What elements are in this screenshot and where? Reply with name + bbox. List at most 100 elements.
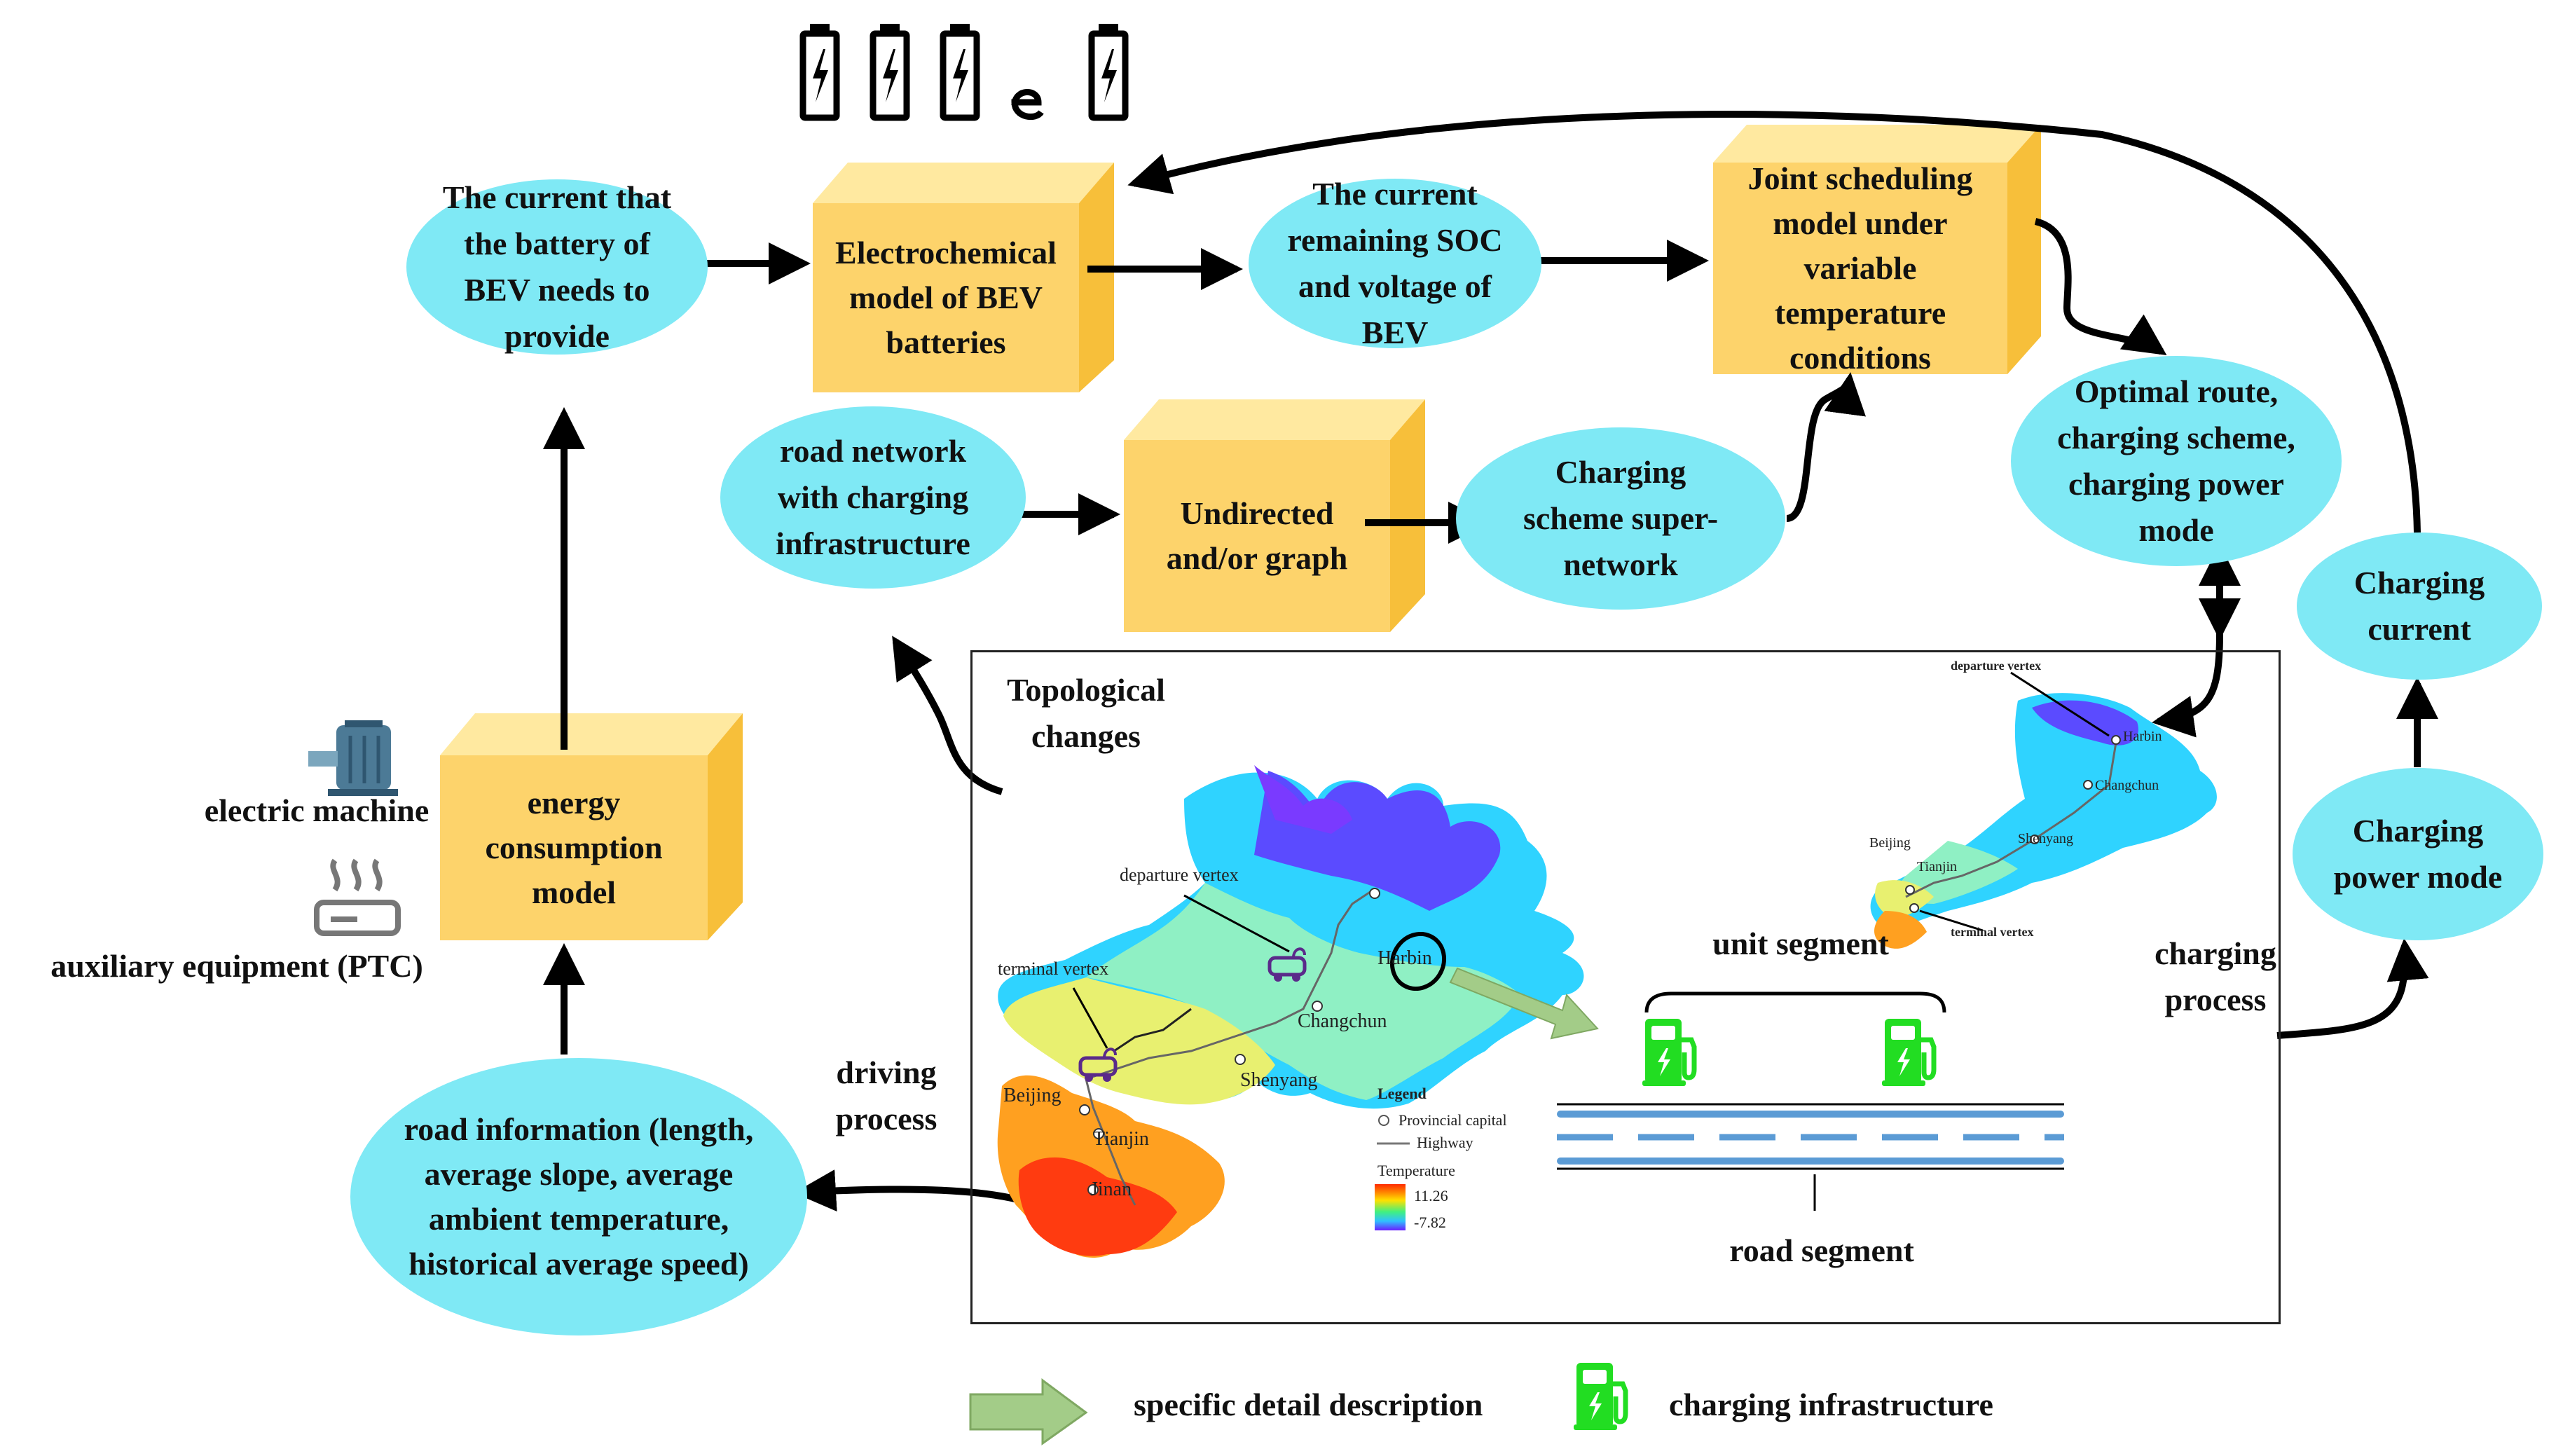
node-battery-current: The current that the battery of BEV need… xyxy=(406,179,708,355)
map-departure-vertex-label: departure vertex xyxy=(1120,865,1239,885)
minimap-city-tianjin: Tianjin xyxy=(1917,859,1958,874)
energy-cube-top xyxy=(440,713,743,755)
node-electrochemical-model: Electrochemical model of BEV batteries xyxy=(813,203,1079,392)
road-segment-drawing xyxy=(1557,1103,2064,1211)
map-city-jinan: Jinan xyxy=(1090,1179,1132,1200)
graph-cube-side xyxy=(1390,399,1425,632)
unit-segment-brace xyxy=(1644,991,1946,1013)
node-joint-scheduling: Joint scheduling model under variable te… xyxy=(1713,160,2007,376)
map-terminal-vertex-label: terminal vertex xyxy=(998,959,1109,979)
detail-arrow xyxy=(1449,967,1599,1040)
electrochemical-cube-top xyxy=(813,163,1114,203)
map-region-yellow xyxy=(1003,977,1275,1105)
battery-icons xyxy=(803,24,1125,118)
joint-cube-side xyxy=(2007,125,2041,374)
node-road-network: road network with charging infrastructur… xyxy=(720,406,1026,589)
city-marker-shenyang xyxy=(1235,1054,1246,1065)
legend-detail-label: specific detail description xyxy=(1134,1387,1483,1422)
map-segment-highlight xyxy=(1389,931,1447,991)
vehicle-icon xyxy=(1078,1048,1118,1082)
map-region-violet xyxy=(1254,771,1501,911)
energy-cube-side xyxy=(708,713,743,940)
map-highway xyxy=(1085,1078,1136,1206)
map-legend-title: Legend xyxy=(1377,1085,1427,1102)
node-road-network-label: road network with charging infrastructur… xyxy=(776,433,970,561)
legend-station-label: charging infrastructure xyxy=(1669,1387,1993,1422)
node-optimal-route: Optimal route, charging scheme, charging… xyxy=(2011,356,2342,566)
label-topological-changes: Topological changes xyxy=(1007,672,1165,754)
label-unit-segment: unit segment xyxy=(1712,926,1889,961)
city-marker-changchun xyxy=(1312,1001,1323,1012)
arrow-minimap-departure xyxy=(2152,633,2223,738)
departure-leader xyxy=(1183,894,1290,953)
electrochemical-cube-side xyxy=(1079,163,1114,392)
map-route xyxy=(1113,1008,1192,1052)
city-marker-beijing xyxy=(1079,1104,1090,1115)
arrow-charging-process-to-power-mode xyxy=(2276,938,2429,1039)
node-super-network: Charging scheme super-network xyxy=(1456,427,1785,610)
arrow-topology-to-road-network xyxy=(892,636,1003,795)
energy-cube-front xyxy=(440,755,708,940)
node-charging-power-mode-label: Charging power mode xyxy=(2333,813,2503,895)
map-legend-temperature: Temperature xyxy=(1377,1162,1455,1179)
auxiliary-heater-icon xyxy=(314,858,401,936)
battery-icon xyxy=(803,24,837,118)
legend-capital-symbol xyxy=(1378,1115,1389,1126)
node-joint-scheduling-label: Joint scheduling model under variable te… xyxy=(1747,160,1973,376)
label-electric-machine: electric machine xyxy=(204,792,430,828)
map-legend-temp-min: -7.82 xyxy=(1414,1214,1446,1231)
graph-cube-front xyxy=(1124,440,1390,632)
map-city-tianjin: Tianjin xyxy=(1093,1128,1149,1150)
node-super-network-label: Charging scheme super-network xyxy=(1523,454,1719,582)
map-legend-highway: Highway xyxy=(1417,1134,1473,1151)
node-charging-power-mode: Charging power mode xyxy=(2293,768,2543,940)
node-optimal-route-label: Optimal route, charging scheme, charging… xyxy=(2057,373,2295,548)
label-auxiliary-equipment: auxiliary equipment (PTC) xyxy=(50,948,423,984)
city-marker-harbin xyxy=(1369,888,1380,899)
map-region-north xyxy=(1254,765,1352,834)
map-panel xyxy=(970,650,2281,1324)
city-marker-tianjin xyxy=(1093,1128,1104,1139)
map-region-red xyxy=(1018,1157,1177,1256)
flow-arrows xyxy=(543,111,2438,1228)
mini-map xyxy=(1870,671,2217,949)
arrow-charging-current-to-electrochemical xyxy=(1127,111,2421,533)
city-marker-jinan xyxy=(1087,1184,1099,1195)
map-city-shenyang: Shenyang xyxy=(1240,1069,1318,1091)
map-city-changchun: Changchun xyxy=(1298,1010,1387,1032)
map-legend-temp-max: 11.26 xyxy=(1414,1187,1448,1204)
map-highway xyxy=(1085,888,1374,1080)
battery-icon xyxy=(1092,24,1125,118)
electric-machine-icon xyxy=(308,720,398,796)
minimap-city-harbin: Harbin xyxy=(2123,729,2162,744)
label-charging-process: charging process xyxy=(2155,935,2276,1017)
node-remaining-soc-label: The current remaining SOC and voltage of… xyxy=(1287,176,1503,350)
label-driving-process: driving process xyxy=(835,1055,937,1136)
electrochemical-cube-front xyxy=(813,203,1079,392)
minimap-city-changchun: Changchun xyxy=(2095,778,2159,793)
arrow-supernetwork-to-joint xyxy=(1785,372,1866,522)
map-legend-capital: Provincial capital xyxy=(1399,1111,1507,1129)
joint-cube-front xyxy=(1713,163,2007,374)
joint-cube-top xyxy=(1713,125,2041,163)
terminal-leader xyxy=(1072,987,1108,1049)
battery-icon xyxy=(943,24,977,118)
node-charging-current-label: Charging current xyxy=(2354,565,2485,647)
map-region-green xyxy=(1086,883,1520,1100)
arrow-joint-to-optimal xyxy=(2034,218,2167,356)
node-charging-current: Charging current xyxy=(2297,533,2542,680)
graph-cube-top xyxy=(1124,399,1425,440)
node-electrochemical-model-label: Electrochemical model of BEV batteries xyxy=(835,235,1057,360)
legend-detail-arrow xyxy=(969,1378,1088,1445)
node-road-info-label: road information (length, average slope,… xyxy=(404,1111,754,1282)
legend-charging-station-icon xyxy=(1574,1363,1626,1430)
battery-icon xyxy=(873,24,907,118)
map-city-beijing: Beijing xyxy=(1003,1085,1061,1106)
node-energy-model-label: energy consumption model xyxy=(485,785,663,910)
node-battery-current-label: The current that the battery of BEV need… xyxy=(442,179,672,354)
legend-temperature-bar xyxy=(1375,1184,1406,1230)
minimap-terminal-vertex-label: terminal vertex xyxy=(1951,925,2034,939)
plug-icon xyxy=(1011,89,1044,121)
minimap-city-beijing: Beijing xyxy=(1869,835,1911,851)
